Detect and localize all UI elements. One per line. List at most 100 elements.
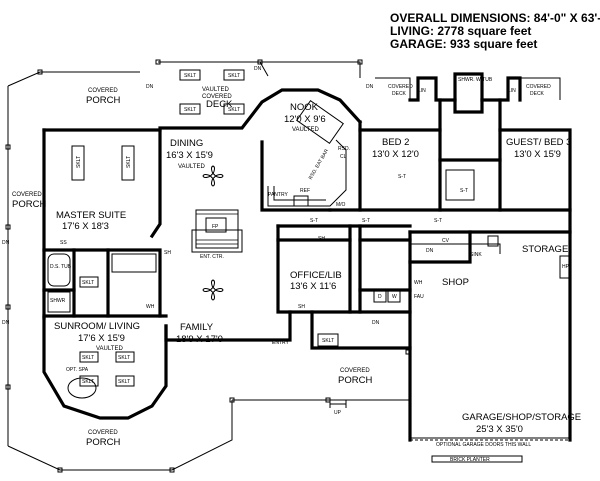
bed3-name: GUEST/ BED 3 <box>506 137 571 148</box>
eat-bar-label: RSD. EAT BAR <box>308 148 331 181</box>
deck-top-2: COVERED <box>202 94 232 100</box>
nook-note: VAULTED <box>292 127 319 133</box>
exterior-walls <box>42 72 572 442</box>
cv-label: CV <box>442 238 450 244</box>
nook-name: NOOK <box>290 102 319 113</box>
dining-name: DINING <box>170 138 203 149</box>
dn-label: DN <box>366 84 374 90</box>
garage-dim: 25'3 X 35'0 <box>476 424 523 435</box>
wh-label: WH <box>414 280 423 286</box>
porch-front-2: PORCH <box>338 375 372 386</box>
entry-label: ENTRY <box>272 340 290 346</box>
overall-dimensions: OVERALL DIMENSIONS: 84'-0" X 63'-6" <box>390 11 600 25</box>
sklt-label: SKLT <box>126 156 132 168</box>
heat-pump <box>559 255 571 279</box>
sink-label: SINK <box>470 252 482 258</box>
fau-label: FAU <box>414 294 424 300</box>
sklt-label: SKLT <box>184 73 196 79</box>
bed2-name: BED 2 <box>382 137 409 148</box>
porch-bottom-left-2: PORCH <box>86 437 120 448</box>
ss-label: SS <box>60 240 67 246</box>
mo-label: M/O <box>336 202 346 208</box>
deck-r2-1: COVERED <box>526 84 551 90</box>
shwr-label: SHWR <box>50 298 66 304</box>
porch-front-1: COVERED <box>340 368 370 374</box>
dn-label: DN <box>372 320 380 326</box>
porch-top-left-2: PORCH <box>86 95 120 106</box>
sklt-label: SKLT <box>228 73 240 79</box>
up-label: UP <box>334 410 342 416</box>
bed2-dim: 13'0 X 12'0 <box>372 149 419 160</box>
cl-label: CL <box>340 154 347 160</box>
sklt-label: SKLT <box>118 379 130 385</box>
deck-r2-2: DECK <box>530 91 545 97</box>
sunroom-note: VAULTED <box>96 346 123 352</box>
wh-label: WH <box>146 304 155 310</box>
dn-label: DN <box>426 248 434 254</box>
deck-r1-2: DECK <box>392 91 407 97</box>
master-suite-dim: 17'6 X 18'3 <box>62 221 109 232</box>
refrigerator <box>293 195 309 207</box>
fp-label: FP <box>212 224 219 230</box>
porch-top-left-1: COVERED <box>88 88 118 94</box>
shwr-tub-label: SHWR. W/TUB <box>458 77 493 83</box>
porch-left-1: COVERED <box>12 192 42 198</box>
sklt-label: SKLT <box>82 355 94 361</box>
pantry-label: PANTRY <box>268 192 288 198</box>
ds-tub-label: D.S. TUB <box>50 264 72 270</box>
skylights <box>71 69 339 387</box>
bed3-dim: 13'0 X 15'9 <box>514 149 561 160</box>
lin-label: LIN <box>418 88 426 94</box>
rsd-label: RSD. <box>338 146 350 152</box>
sklt-label: SKLT <box>118 355 130 361</box>
dn-label: DN <box>146 84 154 90</box>
deck-top-1: VAULTED <box>202 87 229 93</box>
fixtures <box>47 100 571 399</box>
lin-label: LIN <box>508 88 516 94</box>
garage-area: GARAGE: 933 square feet <box>390 37 537 51</box>
spa <box>67 377 97 399</box>
dn-label: DN <box>2 240 10 246</box>
st-label: S-T <box>460 188 468 194</box>
dining-dim: 16'3 X 15'9 <box>166 150 213 161</box>
fireplace <box>195 209 239 249</box>
st-label: S-T <box>362 218 370 224</box>
dn-label: DN <box>254 66 262 72</box>
living-area: LIVING: 2778 square feet <box>390 24 531 38</box>
porch-left-2: PORCH <box>12 199 46 210</box>
washer-label: W <box>392 294 397 300</box>
st-label: S-T <box>434 218 442 224</box>
st-label: S-T <box>310 218 318 224</box>
porch-bottom-left-1: COVERED <box>88 430 118 436</box>
ceiling-fan-family <box>202 279 224 301</box>
dn-label: DN <box>2 320 10 326</box>
porch-labels: COVERED PORCH COVERED PORCH COVERED PORC… <box>12 84 551 448</box>
sklt-label: SKLT <box>76 156 82 168</box>
opt-garage-label: OPTIONAL GARAGE DOORS THIS WALL <box>436 442 531 448</box>
garage-name: GARAGE/SHOP/STORAGE <box>462 412 581 423</box>
sh-label: SH <box>298 304 305 310</box>
ent-ctr-label: ENT. CTR. <box>200 254 224 260</box>
dryer-label: D <box>378 294 382 300</box>
nook-dim: 12'0 X 9'6 <box>284 114 326 125</box>
family-name: FAMILY <box>180 322 214 333</box>
sklt-label: SKLT <box>82 280 94 286</box>
porch-posts <box>5 59 411 473</box>
shop-name: SHOP <box>442 277 469 288</box>
deck-top-3: DECK <box>206 99 233 110</box>
room-labels: MASTER SUITE 17'6 X 18'3 DINING 16'3 X 1… <box>54 102 581 435</box>
sklt-label: SKLT <box>228 107 240 113</box>
dining-note: VAULTED <box>178 164 205 170</box>
annotations: SKLT SKLT SKLT SKLT SKLT SKLT SKLT SKLT … <box>2 66 570 463</box>
opt-spa-label: OPT. SPA <box>66 367 89 373</box>
office-name: OFFICE/LIB <box>290 270 342 281</box>
office-dim: 13'6 X 11'6 <box>290 281 336 292</box>
sh-label: SH <box>318 236 325 242</box>
sklt-label: SKLT <box>322 338 334 344</box>
sunroom-dim: 17'6 X 15'9 <box>78 333 125 344</box>
hp-label: HP <box>562 264 570 270</box>
brick-planter-label: BRICK PLANTER <box>450 457 490 463</box>
ref-label: REF <box>300 188 310 194</box>
